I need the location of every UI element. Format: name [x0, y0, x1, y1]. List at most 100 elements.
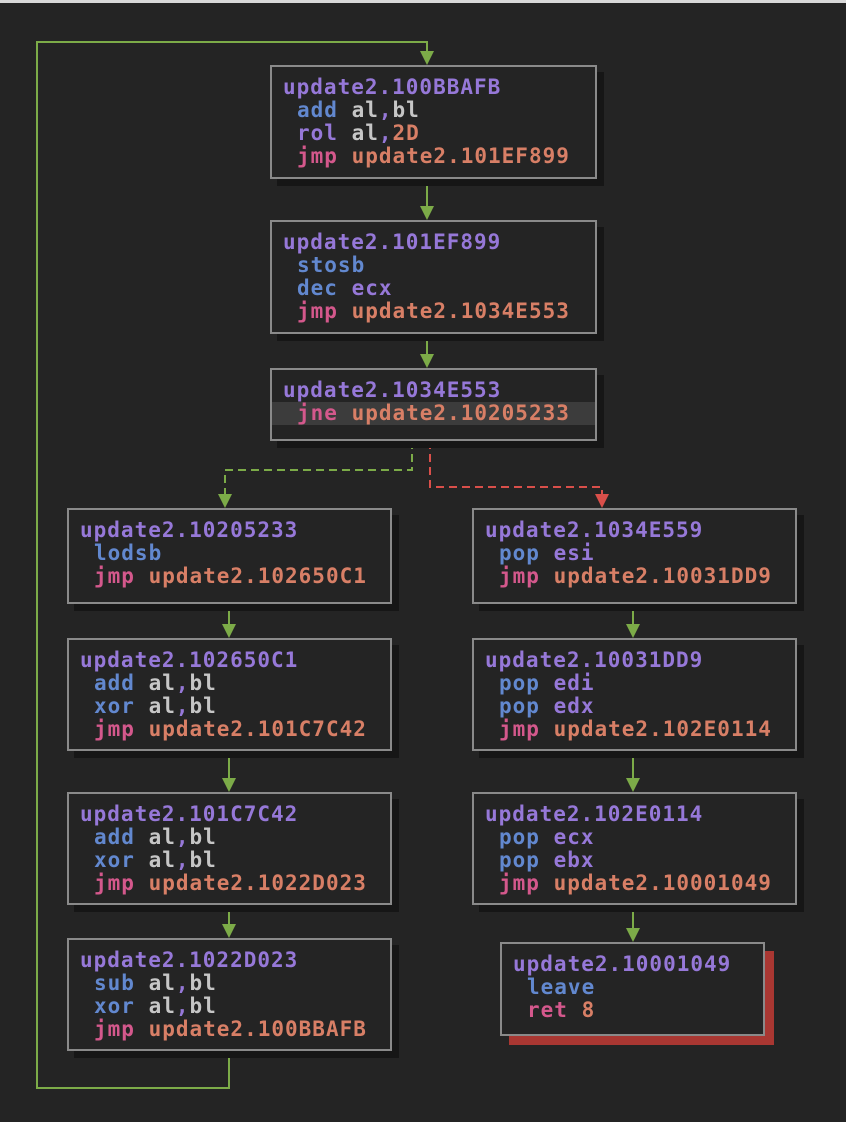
asm-token: al	[351, 121, 379, 145]
asm-line[interactable]: pop ebx	[474, 849, 795, 872]
block-label: update2.102E0114	[485, 802, 704, 826]
asm-token: jmp	[94, 871, 149, 895]
asm-token: lodsb	[94, 541, 163, 565]
asm-line[interactable]: jmp update2.101C7C42	[69, 718, 390, 741]
asm-token: sub	[94, 971, 149, 995]
asm-token: dec	[297, 276, 352, 300]
block-label: update2.1034E559	[485, 518, 704, 542]
asm-line[interactable]: xor al,bl	[69, 695, 390, 718]
asm-token: ebx	[553, 848, 595, 872]
block-label: update2.101C7C42	[80, 802, 299, 826]
asm-line-selected[interactable]: jne update2.10205233	[272, 402, 595, 425]
asm-token: 2D	[392, 121, 420, 145]
asm-token: al	[148, 971, 176, 995]
asm-token: pop	[499, 848, 554, 872]
asm-line[interactable]: pop esi	[474, 542, 795, 565]
asm-token: bl	[189, 994, 217, 1018]
arrowhead-101EF899-to-1034E553	[420, 354, 434, 368]
asm-token: bl	[392, 98, 420, 122]
asm-token: jmp	[94, 717, 149, 741]
asm-line[interactable]: jmp update2.1034E553	[272, 300, 595, 323]
asm-line[interactable]: sub al,bl	[69, 972, 390, 995]
asm-token: pop	[499, 671, 554, 695]
arrowhead-1034E559-to-10031DD9	[626, 624, 640, 638]
asm-line[interactable]: add al,bl	[69, 672, 390, 695]
asm-token: edx	[553, 694, 595, 718]
arrowhead-101C7C42-to-1022D023	[222, 924, 236, 938]
asm-token: ,	[175, 671, 190, 695]
asm-line[interactable]: jmp update2.10031DD9	[474, 565, 795, 588]
asm-line[interactable]: add al,bl	[69, 826, 390, 849]
asm-line[interactable]: rol al,2D	[272, 122, 595, 145]
asm-line[interactable]: jmp update2.1022D023	[69, 872, 390, 895]
asm-line[interactable]: jmp update2.101EF899	[272, 145, 595, 168]
asm-token: edi	[553, 671, 595, 695]
basic-block-1034E553[interactable]: update2.1034E553 jne update2.10205233	[270, 368, 597, 441]
asm-line[interactable]: jmp update2.10001049	[474, 872, 795, 895]
asm-token: add	[94, 825, 149, 849]
edge-loop-back-1022D023-to-100BBAFB	[36, 41, 428, 1089]
arrowhead-jne-fallthrough-to-1034E559	[595, 494, 609, 508]
asm-token: add	[94, 671, 149, 695]
block-label: update2.10001049	[513, 952, 732, 976]
asm-token: stosb	[297, 253, 366, 277]
asm-token: rol	[297, 121, 352, 145]
asm-token: al	[351, 98, 379, 122]
asm-line[interactable]: lodsb	[69, 542, 390, 565]
asm-token: update2.102650C1	[148, 564, 367, 588]
asm-line[interactable]: jmp update2.100BBAFB	[69, 1018, 390, 1041]
asm-line[interactable]: pop ecx	[474, 826, 795, 849]
asm-token: ,	[175, 825, 190, 849]
window-top-edge	[0, 0, 846, 3]
asm-token: update2.10001049	[553, 871, 772, 895]
asm-token: al	[148, 848, 176, 872]
asm-line[interactable]: jmp update2.102E0114	[474, 718, 795, 741]
arrowhead-100BBAFB-to-101EF899	[420, 206, 434, 220]
asm-token: update2.10205233	[351, 401, 570, 425]
block-label: update2.1022D023	[80, 948, 299, 972]
asm-line[interactable]: dec ecx	[272, 277, 595, 300]
asm-token: bl	[189, 971, 217, 995]
block-label: update2.10205233	[80, 518, 299, 542]
asm-token: ecx	[553, 825, 595, 849]
asm-token: jne	[297, 401, 352, 425]
asm-token: update2.102E0114	[553, 717, 772, 741]
asm-line[interactable]: xor al,bl	[69, 849, 390, 872]
arrowhead-102E0114-to-10001049	[626, 928, 640, 942]
asm-line[interactable]: ret 8	[502, 999, 763, 1022]
block-label: update2.101EF899	[283, 230, 502, 254]
asm-line[interactable]: stosb	[272, 254, 595, 277]
asm-line[interactable]: pop edx	[474, 695, 795, 718]
asm-token: ,	[175, 694, 190, 718]
asm-token: al	[148, 825, 176, 849]
asm-line[interactable]: jmp update2.102650C1	[69, 565, 390, 588]
asm-line[interactable]: pop edi	[474, 672, 795, 695]
edge-jne-fallthrough-to-1034E559	[429, 441, 603, 494]
asm-token: jmp	[499, 564, 554, 588]
asm-token: xor	[94, 994, 149, 1018]
asm-token: ,	[175, 994, 190, 1018]
asm-line[interactable]: leave	[502, 976, 763, 999]
asm-token: pop	[499, 541, 554, 565]
arrowhead-loop-back-1022D023-to-100BBAFB	[420, 51, 434, 65]
asm-line[interactable]: add al,bl	[272, 99, 595, 122]
asm-line[interactable]: xor al,bl	[69, 995, 390, 1018]
